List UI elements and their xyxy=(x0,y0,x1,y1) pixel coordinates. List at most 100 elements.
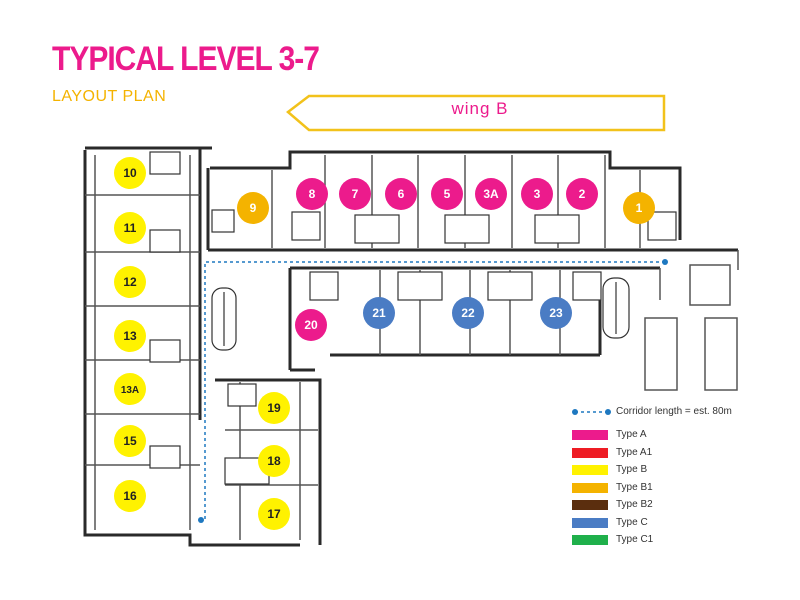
unit-8: 8 xyxy=(296,178,328,210)
unit-marker xyxy=(296,178,328,210)
legend-corridor-dot-right xyxy=(605,409,611,415)
unit-marker xyxy=(114,373,146,405)
wing-label: wing B xyxy=(451,99,509,118)
toilet-icon xyxy=(227,383,257,407)
unit-marker xyxy=(339,178,371,210)
unit-23: 23 xyxy=(540,297,572,329)
building-walls xyxy=(83,146,738,547)
corridor-route xyxy=(200,261,665,521)
unit-13a: 13A xyxy=(114,373,146,405)
corridor-note: Corridor length = est. 80m xyxy=(616,406,732,417)
unit-12: 12 xyxy=(114,266,146,298)
unit-number: 12 xyxy=(123,275,137,289)
unit-marker xyxy=(431,178,463,210)
legend-swatch xyxy=(572,517,608,528)
unit-3a: 3A xyxy=(475,178,507,210)
legend-swatch xyxy=(572,500,608,510)
unit-17: 17 xyxy=(258,498,290,530)
unit-marker xyxy=(452,297,484,329)
unit-number: 19 xyxy=(267,401,281,415)
unit-19: 19 xyxy=(258,392,290,424)
toilet-icon-group xyxy=(149,151,677,485)
unit-number: 22 xyxy=(461,306,475,320)
unit-marker xyxy=(385,178,417,210)
unit-marker xyxy=(258,498,290,530)
legend-swatch xyxy=(572,430,608,440)
unit-number: 11 xyxy=(124,221,137,235)
unit-marker xyxy=(540,297,572,329)
unit-7: 7 xyxy=(339,178,371,210)
unit-number: 2 xyxy=(579,187,586,201)
toilet-icon xyxy=(397,271,443,301)
unit-2: 2 xyxy=(566,178,598,210)
unit-marker xyxy=(114,425,146,457)
unit-number: 21 xyxy=(372,306,386,320)
toilet-icon xyxy=(572,271,602,301)
unit-marker xyxy=(566,178,598,210)
toilet-icon xyxy=(149,445,181,469)
unit-5: 5 xyxy=(431,178,463,210)
unit-marker xyxy=(114,266,146,298)
unit-number: 3 xyxy=(534,187,541,201)
unit-16: 16 xyxy=(114,480,146,512)
legend-swatch xyxy=(572,482,608,493)
unit-number: 16 xyxy=(123,489,137,503)
toilet-icon xyxy=(211,209,235,233)
unit-3: 3 xyxy=(521,178,553,210)
unit-number: 15 xyxy=(123,434,137,448)
legend-label: Type C xyxy=(616,516,648,528)
unit-number: 3A xyxy=(483,187,499,201)
unit-marker xyxy=(475,178,507,210)
unit-13: 13 xyxy=(114,320,146,352)
unit-number: 23 xyxy=(549,306,563,320)
legend-label: Type B1 xyxy=(616,481,653,493)
unit-number: 17 xyxy=(267,507,281,521)
unit-marker xyxy=(623,192,655,224)
unit-10: 10 xyxy=(114,157,146,189)
unit-21: 21 xyxy=(363,297,395,329)
unit-marker xyxy=(237,192,269,224)
corridor-start-dot xyxy=(198,517,204,523)
toilet-icon xyxy=(291,211,321,241)
unit-number: 6 xyxy=(398,187,405,201)
toilet-icon xyxy=(487,271,533,301)
unit-marker xyxy=(258,392,290,424)
unit-number: 13A xyxy=(121,385,139,396)
unit-marker xyxy=(295,309,327,341)
unit-number: 8 xyxy=(309,187,316,201)
legend-label: Type A xyxy=(616,429,647,440)
unit-marker xyxy=(258,445,290,477)
unit-number: 5 xyxy=(444,187,451,201)
legend-label: Type B xyxy=(616,464,648,475)
unit-9: 9 xyxy=(237,192,269,224)
unit-15: 15 xyxy=(114,425,146,457)
unit-number: 10 xyxy=(123,166,137,180)
unit-6: 6 xyxy=(385,178,417,210)
unit-marker xyxy=(363,297,395,329)
unit-marker xyxy=(114,320,146,352)
unit-number: 9 xyxy=(250,201,257,215)
unit-11: 11 xyxy=(114,212,146,244)
legend-corridor-dot-left xyxy=(572,409,578,415)
legend-label: Type A1 xyxy=(616,446,653,458)
unit-marker xyxy=(114,480,146,512)
unit-number: 20 xyxy=(304,318,318,332)
corridor-end-dot xyxy=(662,259,668,265)
toilet-icon xyxy=(149,229,181,253)
unit-marker xyxy=(521,178,553,210)
left-arrow-icon xyxy=(286,94,666,132)
unit-20: 20 xyxy=(295,309,327,341)
unit-number: 13 xyxy=(123,329,137,343)
toilet-icon xyxy=(534,214,580,244)
toilet-icon xyxy=(354,214,400,244)
legend-label: Type B2 xyxy=(616,499,653,510)
unit-marker xyxy=(114,212,146,244)
toilet-icon xyxy=(149,151,181,175)
toilet-icon xyxy=(647,211,677,241)
unit-18: 18 xyxy=(258,445,290,477)
page-title: TYPICAL LEVEL 3-7 xyxy=(52,40,320,78)
page-subtitle: LAYOUT PLAN xyxy=(52,88,167,105)
toilet-icon xyxy=(309,271,339,301)
